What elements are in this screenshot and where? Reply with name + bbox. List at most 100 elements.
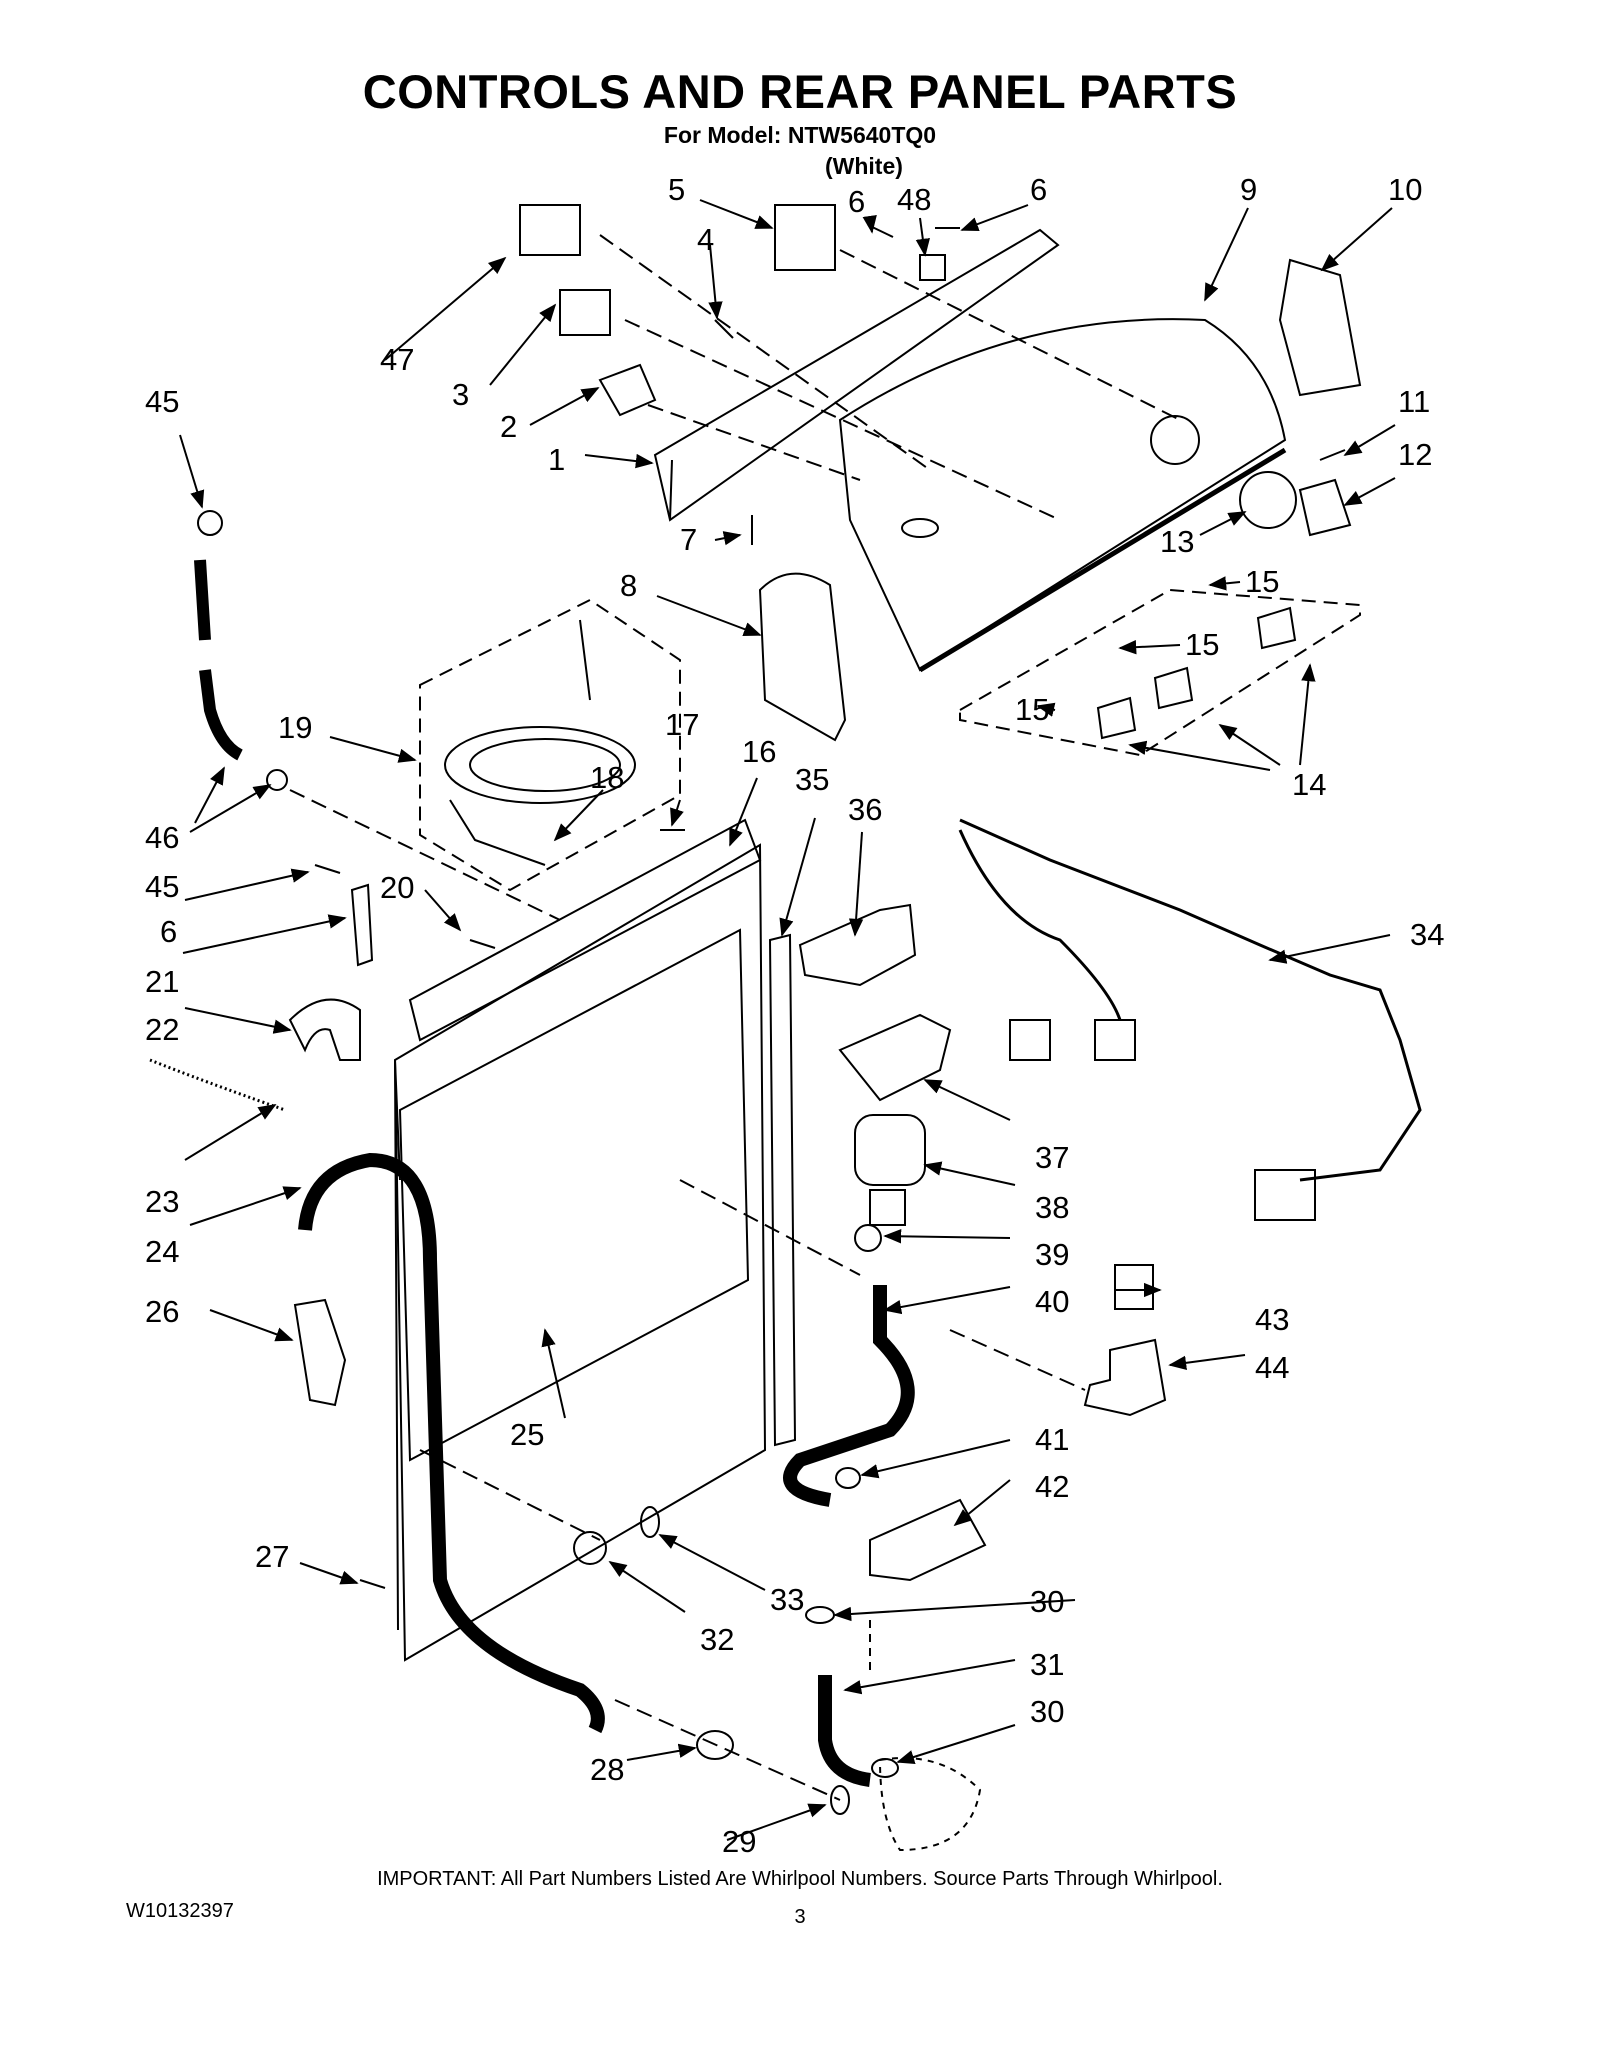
clamp-30b bbox=[871, 1758, 899, 1778]
clamp-41 bbox=[835, 1467, 861, 1489]
switch-3 bbox=[559, 289, 611, 336]
knob-cover-8 bbox=[758, 572, 847, 742]
callout-40: 40 bbox=[1035, 1284, 1069, 1319]
rear-panel-part bbox=[393, 843, 767, 1662]
callout-30b: 30 bbox=[1030, 1694, 1064, 1729]
clamp-39 bbox=[854, 1224, 882, 1252]
callout-6c: 6 bbox=[160, 914, 177, 949]
callout-15a: 15 bbox=[1245, 564, 1279, 599]
part-44 bbox=[1083, 1338, 1167, 1417]
callout-16: 16 bbox=[742, 734, 776, 769]
strap-21 bbox=[350, 883, 374, 967]
callout-34: 34 bbox=[1410, 917, 1444, 952]
control-bracket-part bbox=[653, 228, 1060, 522]
knob-12 bbox=[1298, 478, 1352, 537]
callout-10: 10 bbox=[1388, 172, 1422, 207]
bracket-37 bbox=[838, 1013, 952, 1102]
callout-4: 4 bbox=[697, 222, 714, 257]
callout-23: 23 bbox=[145, 1184, 179, 1219]
callout-33: 33 bbox=[770, 1582, 804, 1617]
callout-7: 7 bbox=[680, 522, 697, 557]
callout-44: 44 bbox=[1255, 1350, 1289, 1385]
callout-38: 38 bbox=[1035, 1190, 1069, 1225]
screw-20 bbox=[469, 939, 496, 949]
color-line: (White) bbox=[825, 153, 903, 179]
model-line: For Model: NTW5640TQ0 bbox=[663, 122, 937, 148]
callout-32: 32 bbox=[700, 1622, 734, 1657]
callout-15b: 15 bbox=[1185, 627, 1219, 662]
callout-45a: 45 bbox=[145, 384, 179, 419]
inlet-hose-46 bbox=[194, 559, 244, 761]
wire-harness-34 bbox=[959, 818, 1422, 1182]
clip-28 bbox=[696, 1730, 734, 1760]
chain-23 bbox=[149, 1058, 286, 1112]
washer-45 bbox=[197, 510, 223, 536]
timer-5 bbox=[774, 204, 836, 271]
callout-36: 36 bbox=[848, 792, 882, 827]
clamp-30a bbox=[805, 1606, 835, 1624]
part-43 bbox=[1114, 1264, 1154, 1310]
knob-14c bbox=[1096, 696, 1137, 740]
knob-14b bbox=[1153, 666, 1194, 710]
callout-31: 31 bbox=[1030, 1647, 1064, 1682]
console-part bbox=[838, 318, 1287, 672]
callout-2: 2 bbox=[500, 409, 517, 444]
page-number: 3 bbox=[794, 1906, 806, 1928]
callout-14: 14 bbox=[1292, 767, 1326, 802]
callout-25: 25 bbox=[510, 1417, 544, 1452]
shield-36 bbox=[798, 903, 917, 987]
clip-48 bbox=[919, 254, 946, 281]
drain-hose-24 bbox=[298, 1152, 605, 1734]
callout-48: 48 bbox=[897, 182, 931, 217]
screw-27 bbox=[359, 1579, 386, 1589]
part-drawings bbox=[149, 204, 1422, 1852]
footer-note: IMPORTANT: All Part Numbers Listed Are W… bbox=[377, 1868, 1223, 1890]
clip-29 bbox=[830, 1785, 850, 1815]
callout-15c: 15 bbox=[1015, 692, 1049, 727]
callout-19: 19 bbox=[278, 710, 312, 745]
callout-30a: 30 bbox=[1030, 1584, 1064, 1619]
callout-45b: 45 bbox=[145, 869, 179, 904]
callout-43: 43 bbox=[1255, 1302, 1289, 1337]
screw-11 bbox=[1319, 449, 1346, 461]
drain-hose-31 bbox=[818, 1675, 872, 1787]
callout-41: 41 bbox=[1035, 1422, 1069, 1457]
dispenser-42 bbox=[869, 1498, 987, 1582]
callout-35: 35 bbox=[795, 762, 829, 797]
callout-5: 5 bbox=[668, 172, 685, 207]
callout-6a: 6 bbox=[848, 184, 865, 219]
hose-40 bbox=[783, 1285, 915, 1507]
callout-24: 24 bbox=[145, 1234, 179, 1269]
column-35 bbox=[768, 933, 797, 1447]
knob-14a bbox=[1256, 606, 1297, 650]
callout-47: 47 bbox=[380, 342, 414, 377]
end-cap-part bbox=[1278, 258, 1362, 397]
page-title: CONTROLS AND REAR PANEL PARTS bbox=[362, 65, 1238, 118]
switch-47 bbox=[519, 204, 581, 256]
callout-29: 29 bbox=[722, 1824, 756, 1859]
bracket-22 bbox=[288, 998, 361, 1061]
callout-8: 8 bbox=[620, 568, 637, 603]
document-number: W10132397 bbox=[126, 1900, 234, 1922]
clamp-32 bbox=[573, 1531, 607, 1565]
callout-26: 26 bbox=[145, 1294, 179, 1329]
callout-20: 20 bbox=[380, 870, 414, 905]
callout-17: 17 bbox=[665, 707, 699, 742]
knob-13 bbox=[1239, 471, 1297, 529]
water-valve-38 bbox=[854, 1114, 926, 1186]
callout-46: 46 bbox=[145, 820, 179, 855]
callout-13: 13 bbox=[1160, 524, 1194, 559]
callout-1: 1 bbox=[548, 442, 565, 477]
callout-22: 22 bbox=[145, 1012, 179, 1047]
callout-12: 12 bbox=[1398, 437, 1432, 472]
callout-leaders bbox=[179, 199, 1396, 1841]
plug-33 bbox=[640, 1506, 660, 1538]
screw-6c bbox=[314, 864, 341, 874]
callout-numbers: 1 2 3 4 5 6 48 6 9 10 11 12 13 15 15 15 … bbox=[145, 172, 1444, 1859]
callout-39: 39 bbox=[1035, 1237, 1069, 1272]
power-cord-18 bbox=[444, 726, 636, 804]
callout-11: 11 bbox=[1398, 384, 1430, 419]
callout-37: 37 bbox=[1035, 1140, 1069, 1175]
